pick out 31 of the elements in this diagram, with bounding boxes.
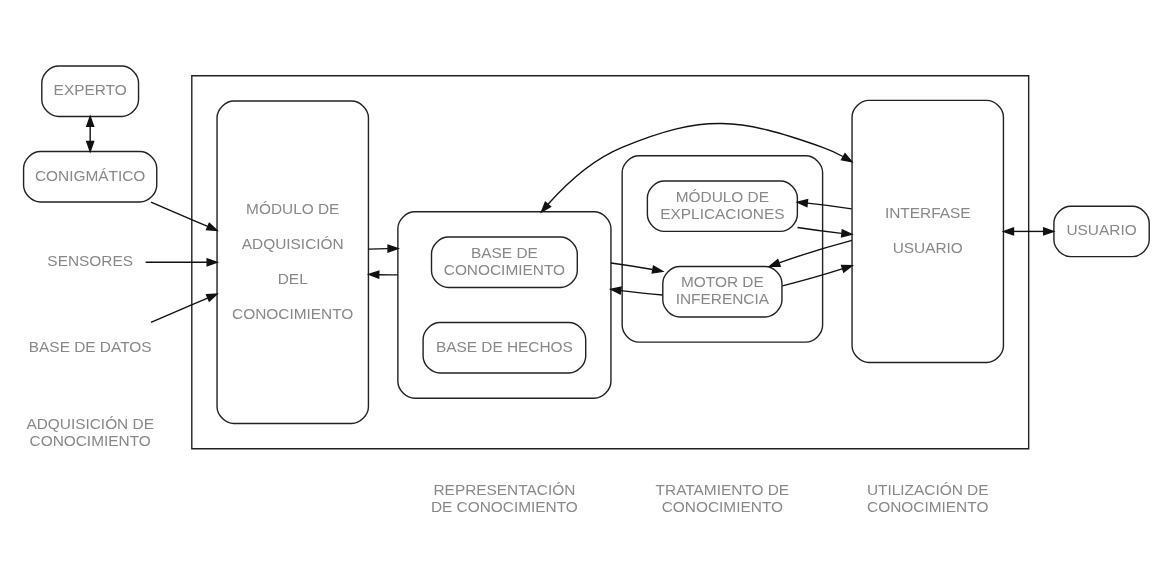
cluster — [397, 210, 612, 399]
arrow — [1001, 226, 1056, 236]
node-box: EXPERTO — [41, 64, 140, 117]
node-box: MÓDULO DE ADQUISICIÓN DEL CONOCIMIENTO — [216, 99, 370, 424]
arrow — [150, 292, 219, 323]
arrow — [796, 226, 854, 238]
node-box: MOTOR DE INFERENCIA — [662, 265, 783, 318]
node-text: BASE DE DATOS — [28, 337, 152, 355]
node-box: USUARIO — [1053, 205, 1150, 257]
arrow — [150, 201, 219, 231]
label: ADQUISICIÓN DE CONOCIMIENTO — [26, 414, 154, 449]
arrow — [540, 122, 854, 213]
label: TRATAMIENTO DE CONOCIMIENTO — [655, 480, 790, 514]
node-box: BASE DE CONOCIMIENTO — [430, 235, 578, 288]
node-box: INTERFASE USUARIO — [851, 99, 1005, 363]
label: REPRESENTACIÓN DE CONOCIMIENTO — [430, 480, 578, 514]
label: UTILIZACIÓN DE CONOCIMIENTO — [866, 480, 989, 514]
node-text: SENSORES — [47, 251, 133, 269]
node-box: BASE DE HECHOS — [422, 321, 587, 374]
arrow — [767, 239, 853, 267]
arrow — [366, 269, 399, 279]
cluster — [191, 74, 1030, 449]
arrow — [795, 198, 853, 210]
arrow — [85, 114, 95, 153]
arrow — [610, 261, 665, 274]
arrow — [608, 285, 664, 296]
node-box: MÓDULO DE EXPLICACIONES — [646, 179, 799, 232]
node-box: CONIGMÁTICO — [22, 150, 158, 203]
arrow — [368, 243, 400, 253]
arrow — [144, 257, 220, 267]
arrow — [781, 264, 854, 286]
